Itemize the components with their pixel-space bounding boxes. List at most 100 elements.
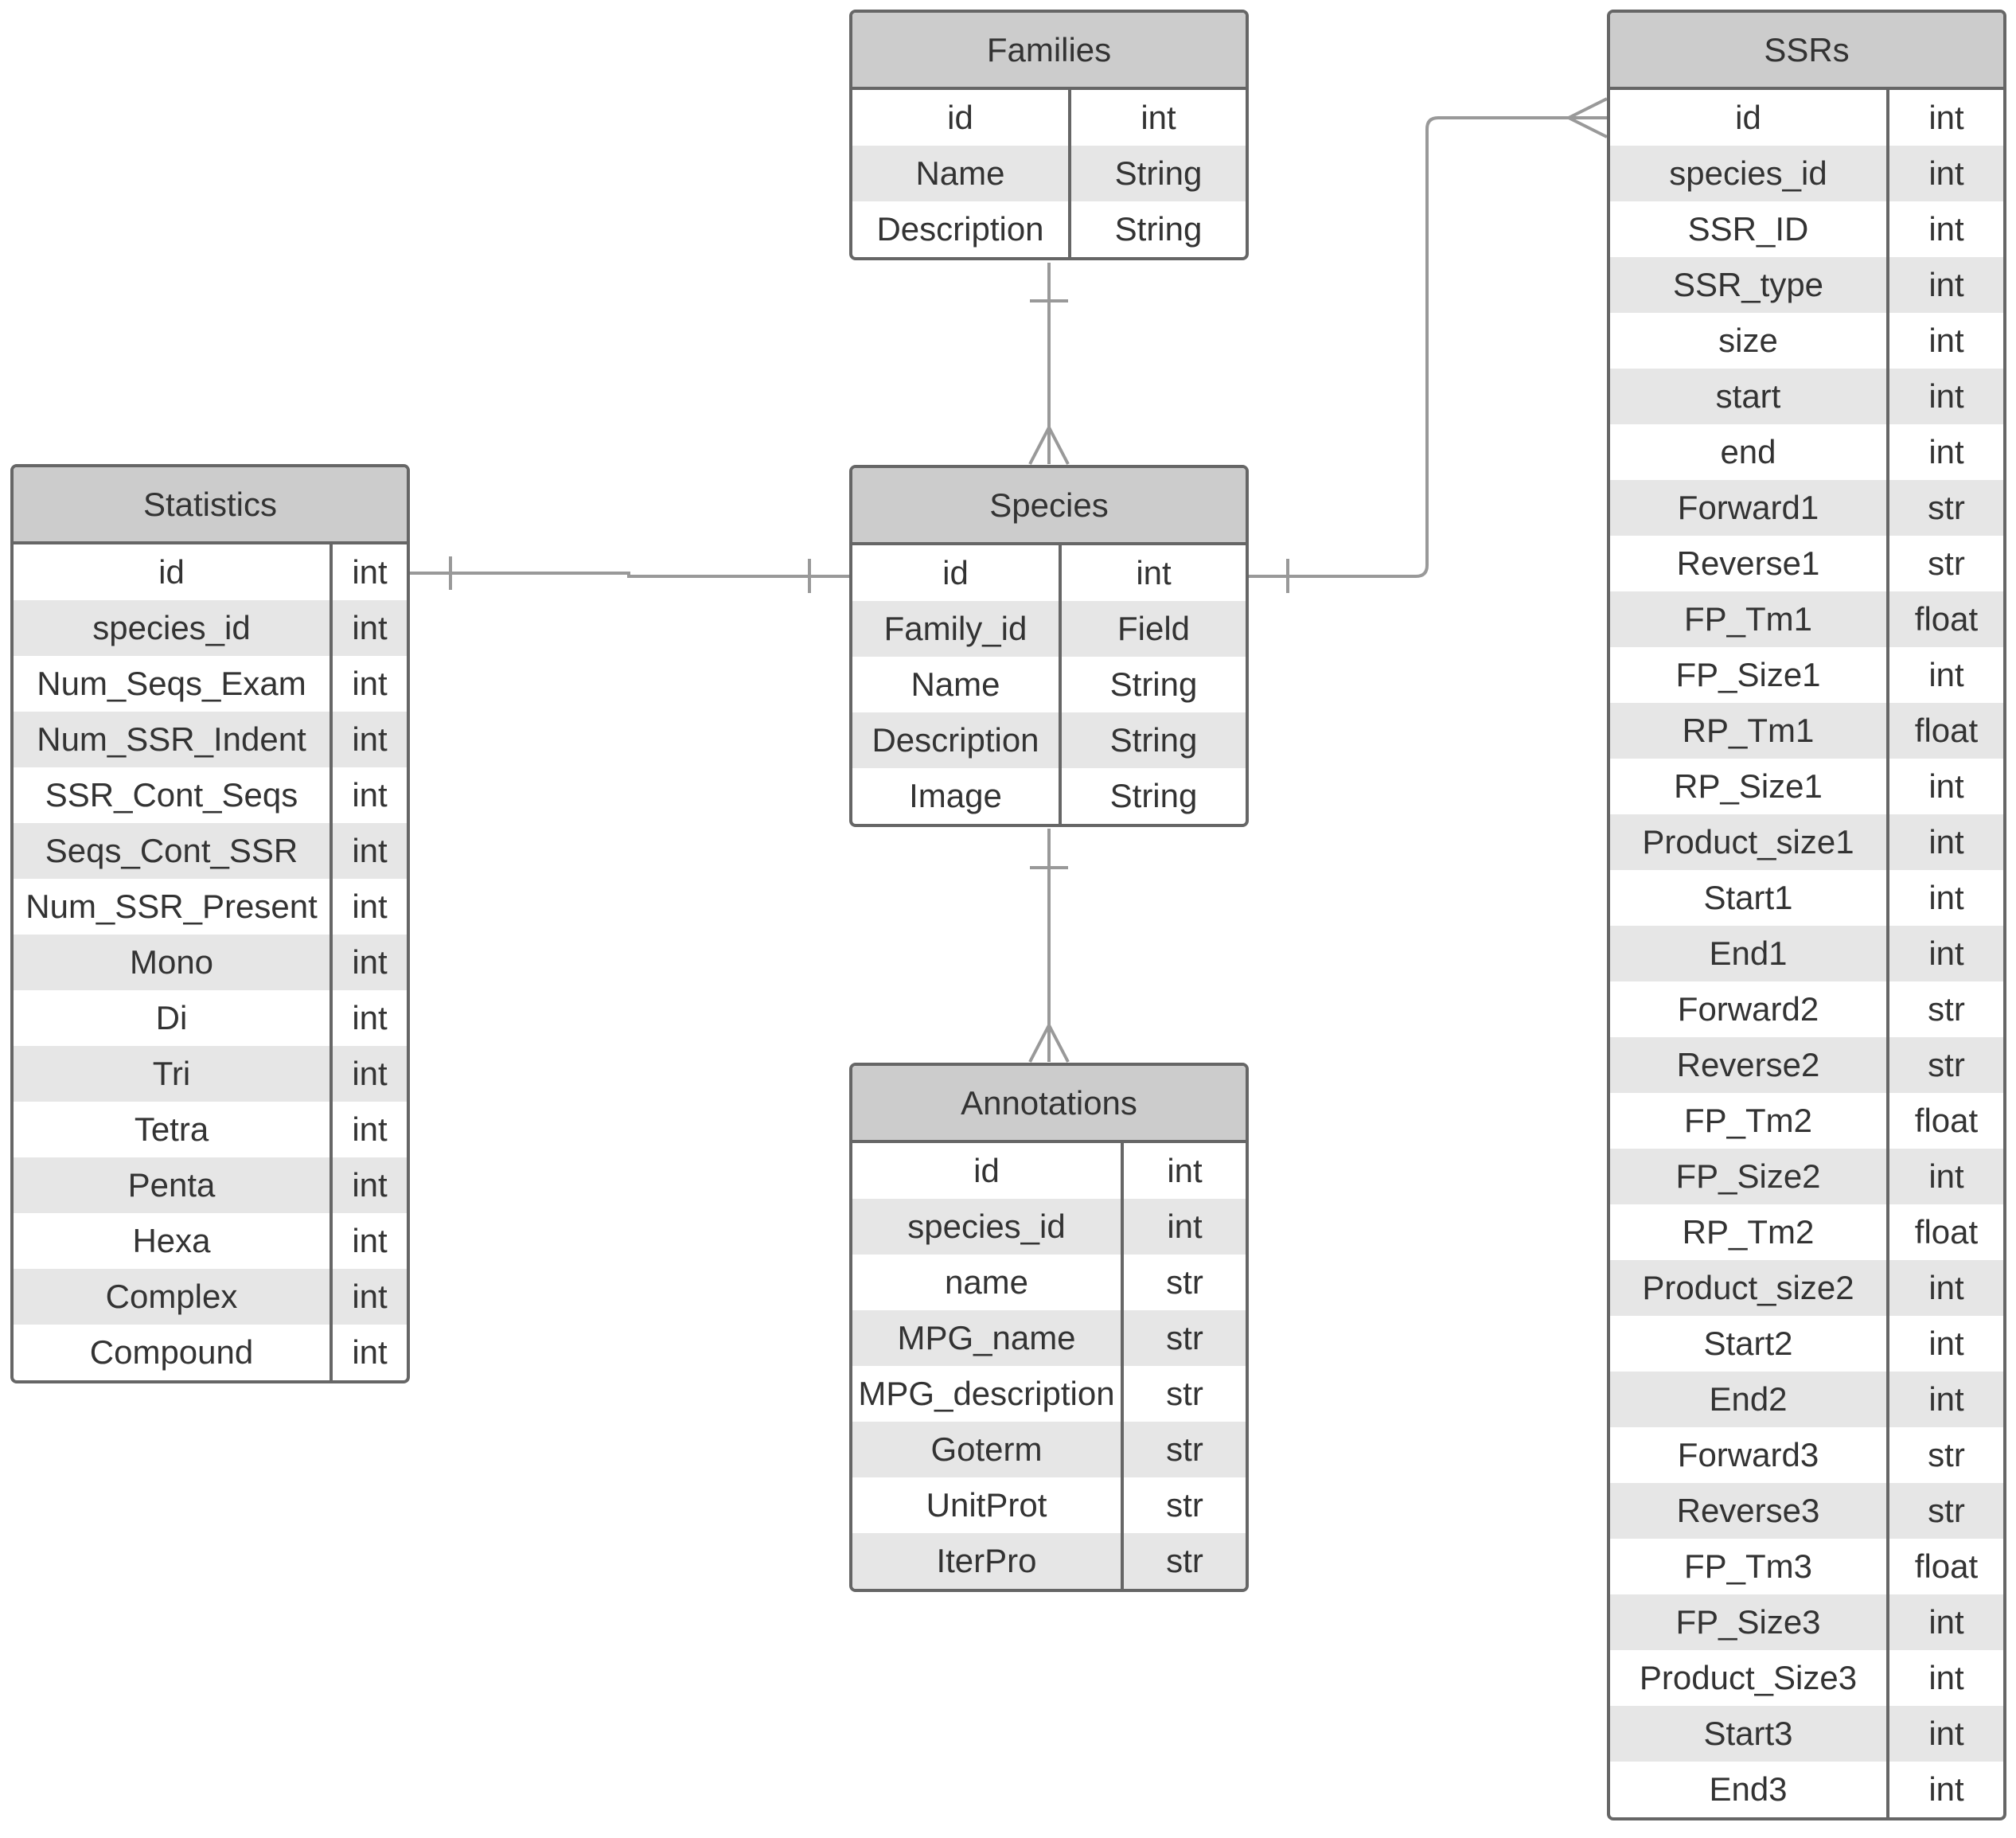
field-row: Num_Seqs_Exam int	[14, 656, 407, 712]
field-row: Tetra int	[14, 1102, 407, 1157]
field-row: RP_Tm2 float	[1610, 1204, 2003, 1260]
field-type: str	[1928, 544, 1965, 582]
field-name: end	[1610, 424, 1889, 480]
field-name: Tetra	[14, 1102, 333, 1157]
field-type: int	[1928, 656, 1964, 693]
field-type: float	[1914, 712, 1979, 749]
field-name: MPG_name	[852, 1310, 1124, 1366]
field-type: int	[1167, 1208, 1203, 1245]
field-row: Complex int	[14, 1269, 407, 1325]
field-row: Forward1 str	[1610, 480, 2003, 536]
field-name: id	[852, 1143, 1124, 1199]
field-row: Mono int	[14, 935, 407, 990]
field-type: int	[352, 776, 388, 814]
entity-title: Species	[852, 468, 1246, 545]
field-row: Goterm str	[852, 1422, 1246, 1477]
connector-species-ssrs	[1249, 97, 1608, 593]
field-row: RP_Tm1 float	[1610, 703, 2003, 759]
field-name: FP_Tm1	[1610, 591, 1889, 647]
field-type: int	[1136, 554, 1172, 591]
field-name: name	[852, 1255, 1124, 1310]
field-type: int	[352, 1110, 388, 1148]
field-row: Image String	[852, 768, 1246, 824]
field-row: Num_SSR_Indent int	[14, 712, 407, 767]
field-name: Hexa	[14, 1213, 333, 1269]
field-name: FP_Tm3	[1610, 1539, 1889, 1594]
field-name: Name	[852, 657, 1062, 712]
field-row: Hexa int	[14, 1213, 407, 1269]
field-row: End1 int	[1610, 926, 2003, 981]
field-row: species_id int	[1610, 146, 2003, 201]
field-type: int	[1928, 266, 1964, 303]
field-type: int	[1928, 1770, 1964, 1808]
field-name: Num_Seqs_Exam	[14, 656, 333, 712]
field-name: Reverse1	[1610, 536, 1889, 591]
field-name: Num_SSR_Present	[14, 879, 333, 935]
field-row: End2 int	[1610, 1372, 2003, 1427]
field-type: int	[1928, 767, 1964, 805]
field-type: int	[1928, 99, 1964, 136]
field-name: MPG_description	[852, 1366, 1124, 1422]
field-type: int	[1141, 99, 1176, 136]
field-type: int	[1928, 433, 1964, 470]
field-row: MPG_name str	[852, 1310, 1246, 1366]
field-name: id	[1610, 90, 1889, 146]
field-name: SSR_Cont_Seqs	[14, 767, 333, 823]
field-row: Reverse1 str	[1610, 536, 2003, 591]
field-type: str	[1928, 489, 1965, 526]
field-type: float	[1914, 1547, 1979, 1585]
field-row: Forward2 str	[1610, 981, 2003, 1037]
field-type: String	[1114, 210, 1203, 248]
entity-families: Families id int Name String Description …	[849, 10, 1249, 260]
field-row: Start3 int	[1610, 1706, 2003, 1762]
field-name: FP_Size1	[1610, 647, 1889, 703]
field-type: int	[1928, 1157, 1964, 1195]
field-row: FP_Tm1 float	[1610, 591, 2003, 647]
field-name: species_id	[852, 1199, 1124, 1255]
field-type: int	[352, 1333, 388, 1371]
field-row: id int	[1610, 90, 2003, 146]
field-name: Start2	[1610, 1316, 1889, 1372]
field-name: id	[852, 545, 1062, 601]
field-type: str	[1166, 1430, 1203, 1468]
field-name: Num_SSR_Indent	[14, 712, 333, 767]
connector-families-species	[1028, 263, 1070, 465]
field-row: FP_Size1 int	[1610, 647, 2003, 703]
field-name: Forward1	[1610, 480, 1889, 536]
field-row: Penta int	[14, 1157, 407, 1213]
field-type: int	[352, 1222, 388, 1259]
field-name: Penta	[14, 1157, 333, 1213]
field-type: float	[1914, 1213, 1979, 1251]
entity-statistics: Statistics id int species_id int Num_Seq…	[10, 464, 410, 1383]
field-row: UnitProt str	[852, 1477, 1246, 1533]
field-type: str	[1166, 1263, 1203, 1301]
entity-title: Annotations	[852, 1066, 1246, 1143]
entity-ssrs: SSRs id int species_id int SSR_ID int SS…	[1607, 10, 2006, 1820]
field-type: str	[1928, 1436, 1965, 1473]
field-name: SSR_type	[1610, 257, 1889, 313]
field-type: int	[1928, 823, 1964, 860]
field-name: Seqs_Cont_SSR	[14, 823, 333, 879]
field-row: species_id int	[852, 1199, 1246, 1255]
field-row: End3 int	[1610, 1762, 2003, 1817]
field-row: Product_size2 int	[1610, 1260, 2003, 1316]
field-name: Mono	[14, 935, 333, 990]
field-name: size	[1610, 313, 1889, 369]
field-name: Start1	[1610, 870, 1889, 926]
field-name: Start3	[1610, 1706, 1889, 1762]
field-type: int	[352, 1278, 388, 1315]
field-row: Reverse3 str	[1610, 1483, 2003, 1539]
field-name: Product_size1	[1610, 814, 1889, 870]
field-name: Forward2	[1610, 981, 1889, 1037]
field-row: Forward3 str	[1610, 1427, 2003, 1483]
field-type: int	[352, 720, 388, 758]
field-row: IterPro str	[852, 1533, 1246, 1589]
field-type: str	[1166, 1486, 1203, 1524]
field-row: Name String	[852, 146, 1246, 201]
field-row: SSR_Cont_Seqs int	[14, 767, 407, 823]
field-name: Forward3	[1610, 1427, 1889, 1483]
field-name: RP_Tm2	[1610, 1204, 1889, 1260]
field-type: str	[1928, 1046, 1965, 1083]
entity-title: SSRs	[1610, 13, 2003, 90]
entity-species: Species id int Family_id Field Name Stri…	[849, 465, 1249, 827]
